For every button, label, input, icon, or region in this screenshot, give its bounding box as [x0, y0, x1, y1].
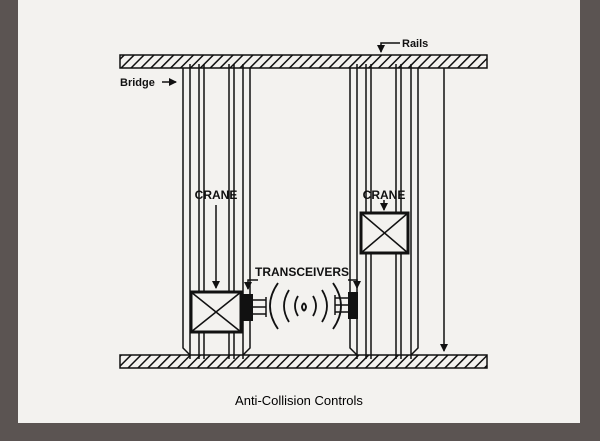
bridge-label: Bridge [120, 77, 155, 89]
paper-page [18, 0, 580, 423]
label-arrows [162, 42, 400, 86]
left-transceiver [243, 294, 267, 321]
top-rail [119, 54, 488, 69]
left-crane-trolley [189, 290, 243, 334]
transceivers-label: TRANSCEIVERS [255, 265, 349, 279]
right-transceiver [334, 292, 358, 319]
diagram-caption: Anti-Collision Controls [235, 393, 363, 408]
bottom-rail [119, 354, 488, 369]
crane-left-label: CRANE [195, 188, 238, 202]
right-crane-trolley [359, 211, 410, 255]
crane-right-label: CRANE [363, 188, 406, 202]
signal-waves [269, 282, 342, 330]
transceiver-arrows [244, 279, 361, 290]
rails-label: Rails [402, 38, 428, 50]
